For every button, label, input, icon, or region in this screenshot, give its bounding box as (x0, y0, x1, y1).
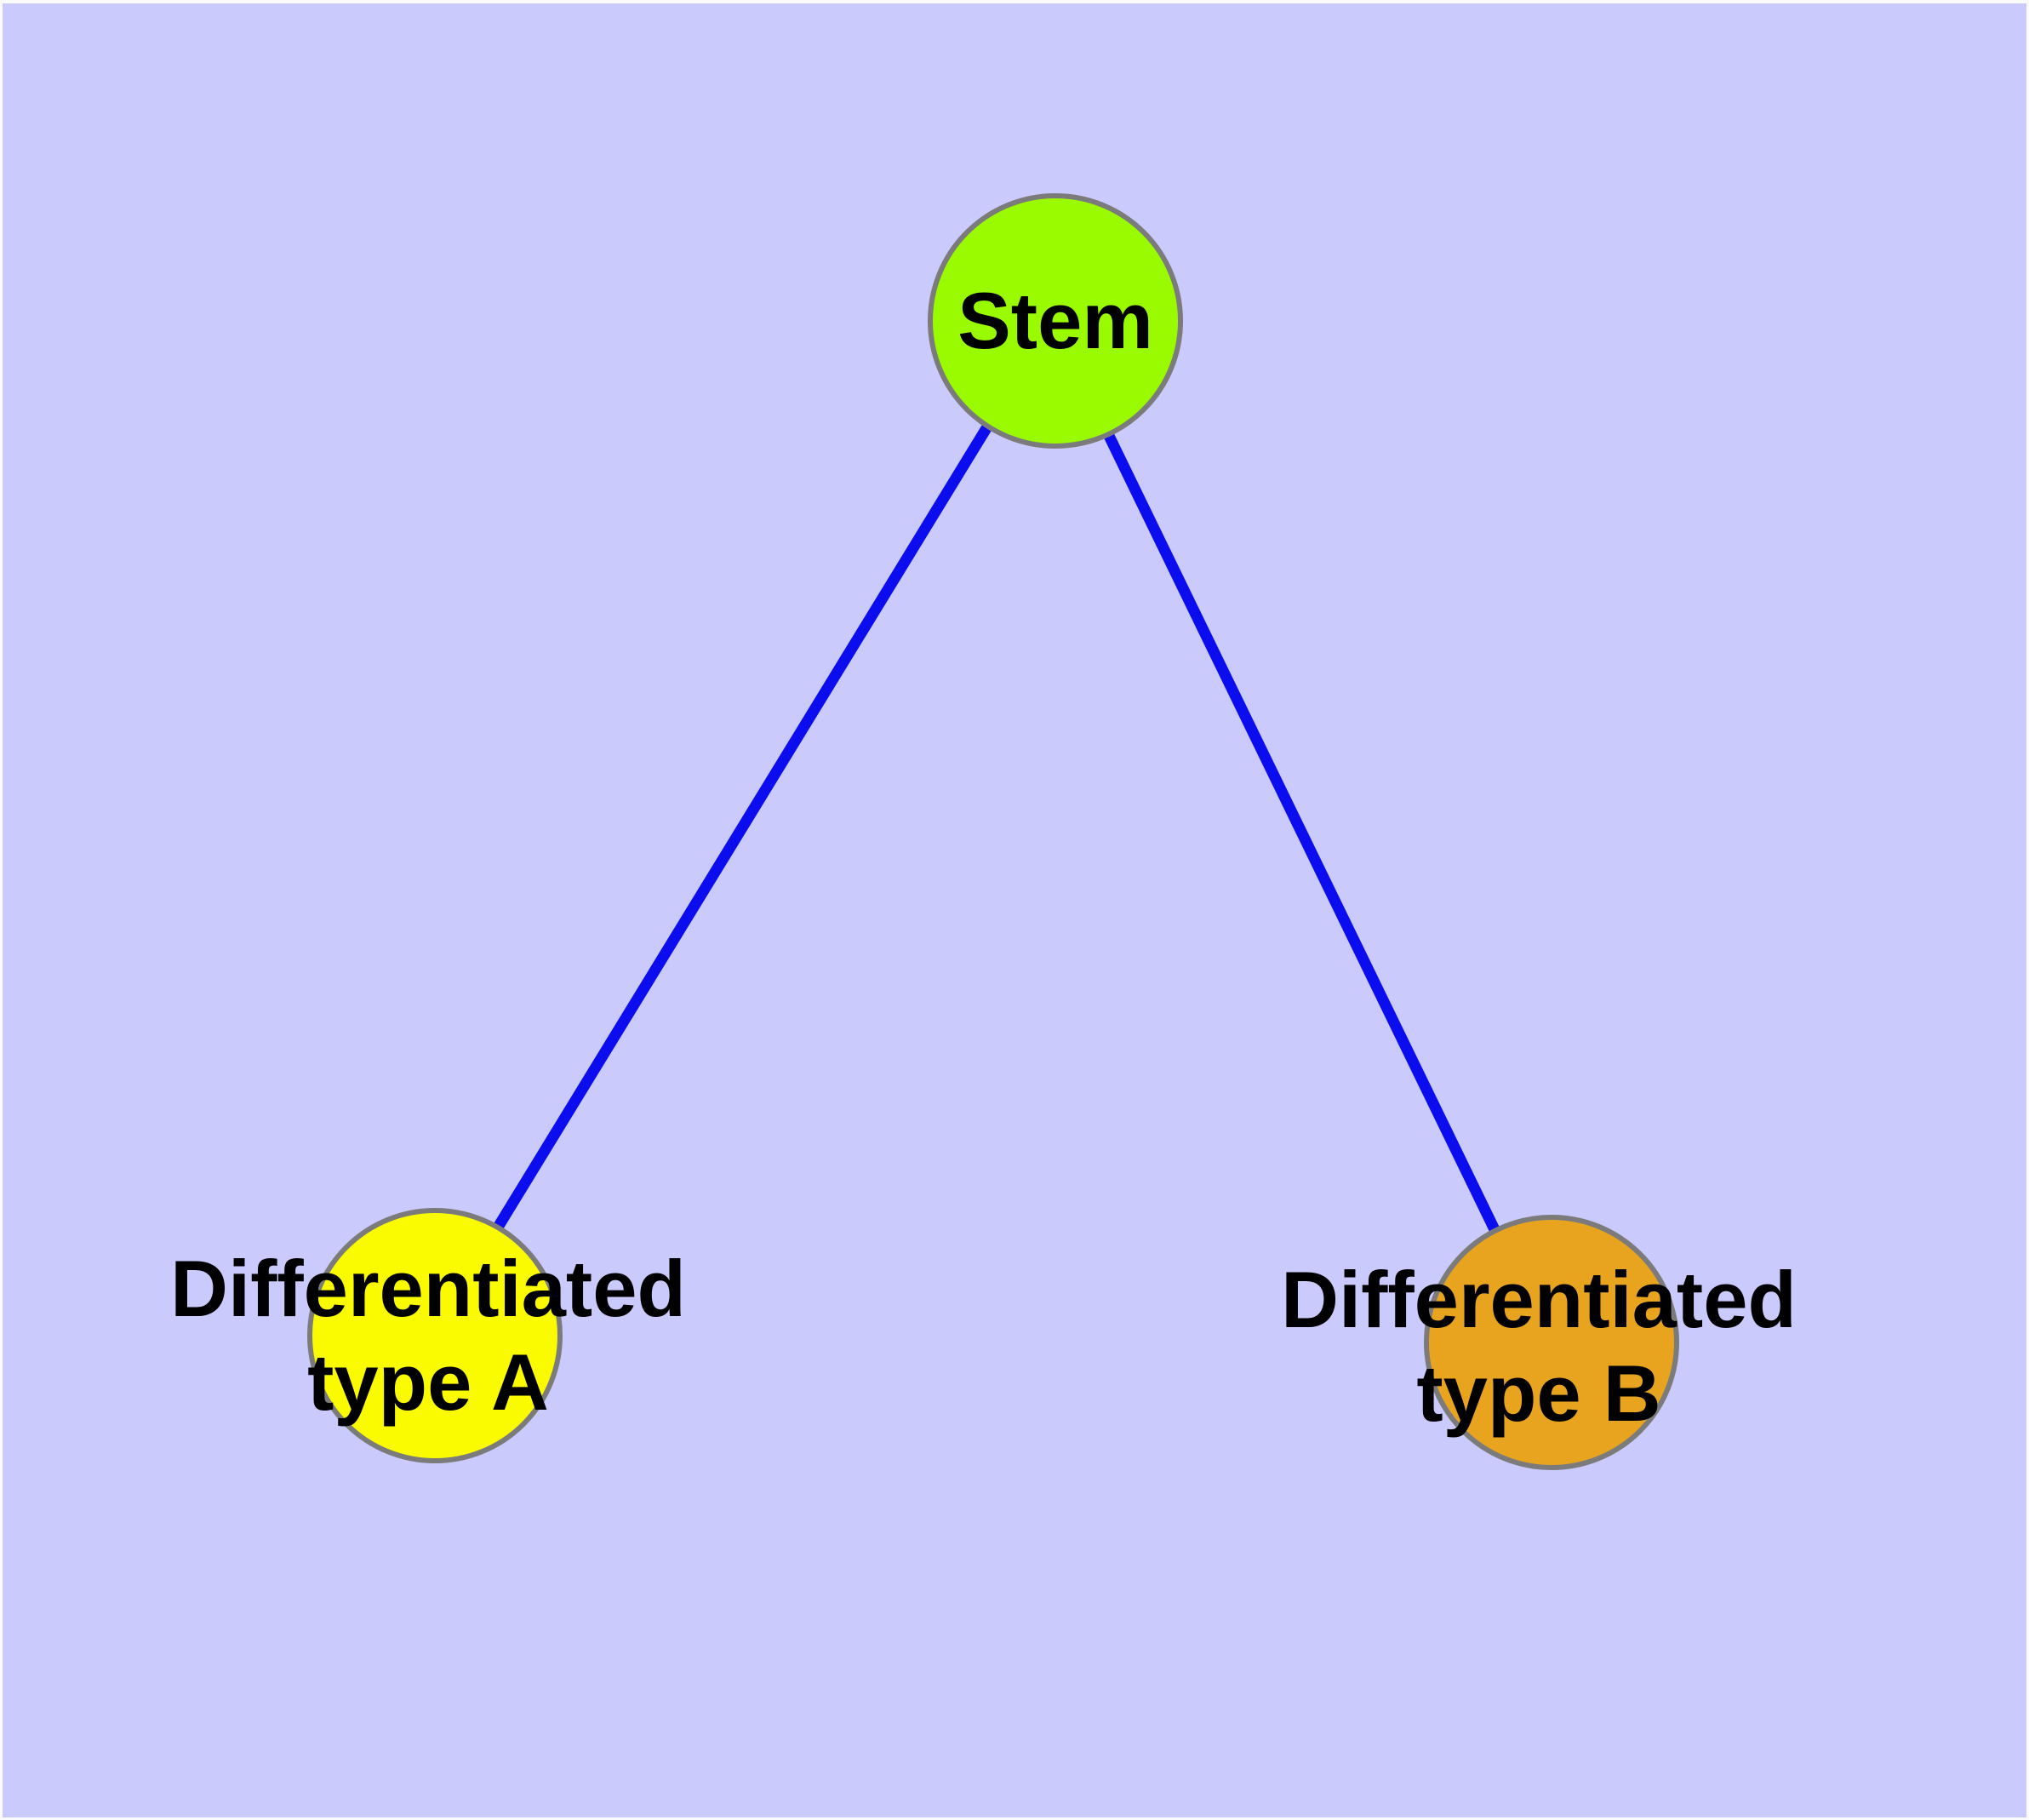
differentiated-type-a-node-circle (307, 1208, 563, 1463)
stem-node-circle (928, 193, 1183, 449)
edge-stem-to-type-a (429, 317, 1058, 1335)
edges-layer (429, 317, 1552, 1341)
differentiated-type-b-node-circle (1424, 1215, 1679, 1470)
edge-stem-to-type-b (1048, 317, 1552, 1341)
